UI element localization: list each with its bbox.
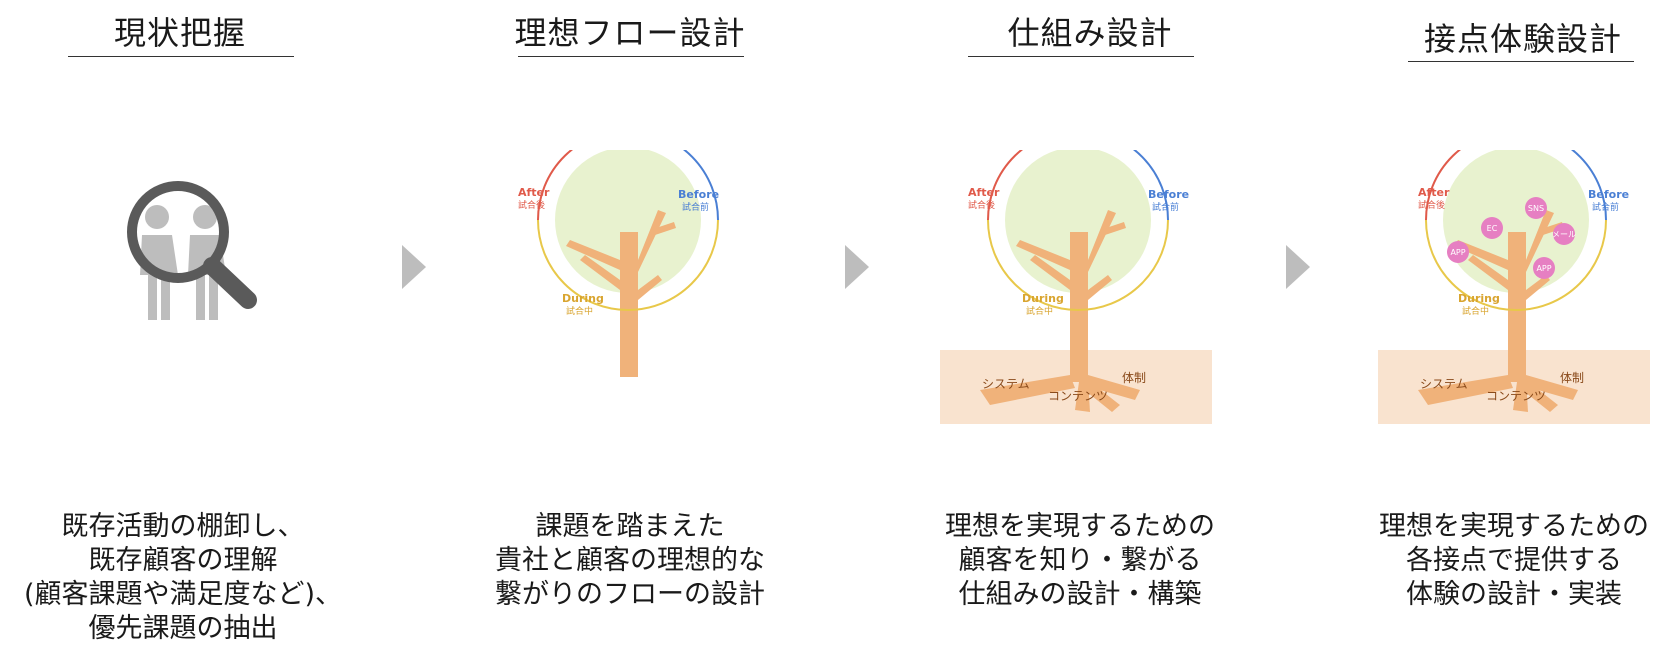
- root-label-contents: コンテンツ: [1486, 389, 1546, 403]
- root-label-system: システム: [982, 377, 1030, 391]
- touchpoint-ec: EC: [1487, 224, 1498, 233]
- before-sub-label: 試合前: [682, 201, 709, 213]
- step-current-state: 現状把握: [60, 0, 300, 660]
- root-label-org: 体制: [1560, 371, 1584, 385]
- desc-line: 繋がりのフローの設計: [495, 579, 765, 610]
- tree-icon: [980, 210, 1140, 412]
- after-sub-label: 試合後: [518, 199, 545, 211]
- during-sub-label: 試合中: [1462, 305, 1489, 317]
- step-description: 理想を実現するための 各接点で提供する 体験の設計・実装: [1364, 510, 1664, 612]
- step-touchpoint: 接点体験設計 EC SNS メール APP: [1378, 0, 1668, 660]
- before-label: Before: [678, 188, 719, 201]
- desc-line: 理想を実現するための: [1379, 511, 1649, 542]
- desc-line: 仕組みの設計・構築: [958, 579, 1202, 610]
- after-sub-label: 試合後: [1418, 199, 1445, 211]
- step-description: 理想を実現するための 顧客を知り・繋がる 仕組みの設計・構築: [920, 510, 1240, 612]
- during-arc: [537, 219, 719, 311]
- chevron-right-icon: [1286, 245, 1310, 289]
- magnifier-ring: [127, 181, 229, 283]
- tree-icon: [1418, 210, 1578, 412]
- desc-line: 顧客を知り・繋がる: [958, 545, 1202, 576]
- touchpoint-bubbles: EC SNS メール APP APP: [1447, 197, 1576, 279]
- desc-line: 理想を実現するための: [945, 511, 1215, 542]
- desc-line: 課題を踏まえた: [535, 511, 725, 542]
- step-mechanism: 仕組み設計 After 試合後 Before 試合前 During 試合中 シス…: [940, 0, 1240, 660]
- tree-cycle-diagram: After 試合後 Before 試合前 During 試合中: [518, 150, 719, 377]
- before-arc: [682, 150, 719, 221]
- before-label: Before: [1148, 188, 1189, 201]
- desc-line: 各接点で提供する: [1406, 545, 1622, 576]
- before-sub-label: 試合前: [1592, 201, 1619, 213]
- after-arc: [537, 150, 574, 221]
- title-underline: [68, 56, 294, 57]
- desc-line: 既存顧客の理解: [88, 545, 278, 576]
- magnifier-handle: [203, 257, 257, 309]
- tree-icon: [566, 210, 676, 377]
- step-title: 理想フロー設計: [514, 14, 746, 52]
- before-label: Before: [1588, 188, 1629, 201]
- step-ideal-flow: 理想フロー設計 After 試合後 Before 試合前 During 試合中: [480, 0, 780, 660]
- touchpoint-app-right: APP: [1536, 264, 1551, 273]
- magnifier-people-icon: [127, 181, 257, 320]
- after-label: After: [1418, 186, 1450, 199]
- step-title: 現状把握: [113, 14, 246, 52]
- during-label: During: [1022, 292, 1064, 305]
- step-title: 仕組み設計: [1007, 14, 1173, 52]
- step-description: 課題を踏まえた 貴社と顧客の理想的な 繋がりのフローの設計: [470, 510, 790, 612]
- root-label-org: 体制: [1122, 371, 1146, 385]
- during-label: During: [1458, 292, 1500, 305]
- after-sub-label: 試合後: [968, 199, 995, 211]
- tree-touchpoints-diagram: EC SNS メール APP APP After 試合後 Before 試合前 …: [1378, 150, 1650, 424]
- root-label-contents: コンテンツ: [1048, 389, 1108, 403]
- after-label: After: [968, 186, 1000, 199]
- desc-line: 貴社と顧客の理想的な: [495, 545, 765, 576]
- chevron-right-icon: [402, 245, 426, 289]
- after-label: After: [518, 186, 550, 199]
- root-label-system: システム: [1420, 377, 1468, 391]
- step-title: 接点体験設計: [1423, 20, 1622, 58]
- title-underline: [518, 56, 744, 57]
- touchpoint-sns: SNS: [1528, 204, 1544, 213]
- during-label: During: [562, 292, 604, 305]
- step-description: 既存活動の棚卸し、 既存顧客の理解 (顧客課題や満足度など)、 優先課題の抽出: [8, 510, 358, 646]
- during-sub-label: 試合中: [566, 305, 593, 317]
- desc-line: (顧客課題や満足度など)、: [23, 579, 343, 610]
- desc-line: 既存活動の棚卸し、: [61, 511, 305, 542]
- chevron-right-icon: [845, 245, 869, 289]
- touchpoint-mail: メール: [1552, 230, 1576, 239]
- title-underline: [1408, 61, 1634, 62]
- touchpoint-app-left: APP: [1450, 248, 1465, 257]
- during-sub-label: 試合中: [1026, 305, 1053, 317]
- title-underline: [968, 56, 1194, 57]
- desc-line: 体験の設計・実装: [1406, 579, 1622, 610]
- desc-line: 優先課題の抽出: [88, 613, 278, 644]
- tree-roots-diagram: After 試合後 Before 試合前 During 試合中 システム コンテ…: [940, 150, 1212, 424]
- before-sub-label: 試合前: [1152, 201, 1179, 213]
